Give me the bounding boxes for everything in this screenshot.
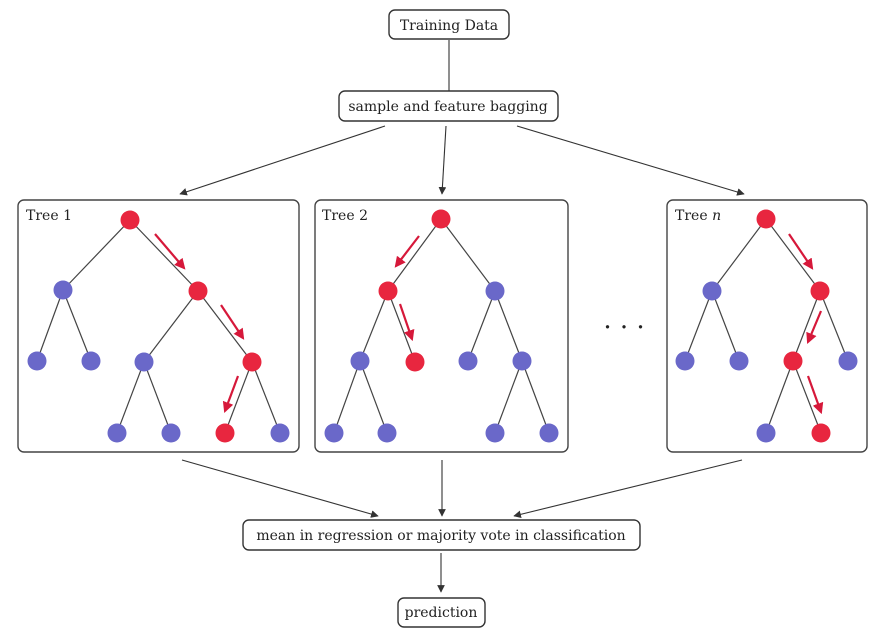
- tree-title: Tree 2: [322, 208, 368, 224]
- decision-path-arrows: [154, 233, 245, 414]
- tree-node: [81, 351, 101, 371]
- tree-node: [458, 351, 478, 371]
- tree-node: [107, 423, 127, 443]
- selected-node: [215, 423, 235, 443]
- tree-node: [134, 352, 154, 372]
- decision-arrow: [394, 235, 420, 268]
- tree-edges: [684, 218, 849, 434]
- tree-node: [27, 351, 47, 371]
- tree-edges: [36, 219, 281, 434]
- bagging-label: sample and feature bagging: [348, 99, 547, 115]
- selected-node: [783, 351, 803, 371]
- tree-node: [53, 280, 73, 300]
- decision-arrow: [806, 310, 823, 345]
- tree-2-panel: Tree 2: [314, 199, 569, 453]
- flow-connectors: [179, 40, 745, 593]
- tree-title: Tree 1: [26, 208, 72, 224]
- bagging-to-tree1-arrow: [179, 125, 386, 196]
- prediction-label: prediction: [405, 605, 478, 621]
- tree-frame: [666, 199, 868, 453]
- tree-frame: [314, 199, 569, 453]
- tree-edges: [333, 218, 550, 434]
- tree-node: [161, 423, 181, 443]
- decision-arrow: [220, 304, 245, 340]
- more-trees-ellipsis: . . .: [603, 305, 644, 335]
- decision-path-arrows: [788, 233, 824, 415]
- tree-node: [350, 351, 370, 371]
- tree1-to-aggregate-arrow: [181, 459, 379, 518]
- prediction-node: prediction: [397, 597, 486, 628]
- tree-nodes: [675, 209, 858, 443]
- selected-node: [188, 281, 208, 301]
- tree-node: [539, 423, 559, 443]
- tree-nodes: [324, 209, 559, 443]
- selected-node: [431, 209, 451, 229]
- selected-node: [378, 281, 398, 301]
- training-data-node: Training Data: [388, 9, 510, 40]
- tree-node: [838, 351, 858, 371]
- tree-n-panel: Tree n: [666, 199, 868, 453]
- tree-node: [675, 351, 695, 371]
- decision-arrow: [398, 303, 415, 342]
- decision-arrow: [154, 233, 186, 270]
- selected-node: [811, 423, 831, 443]
- tree-1-panel: Tree 1: [17, 199, 300, 453]
- bagging-node: sample and feature bagging: [338, 90, 559, 122]
- bagging-to-treen-arrow: [516, 125, 745, 196]
- aggregate-label: mean in regression or majority vote in c…: [256, 528, 625, 544]
- selected-node: [120, 210, 140, 230]
- decision-arrow: [806, 375, 824, 415]
- selected-node: [810, 281, 830, 301]
- selected-node: [242, 352, 262, 372]
- tree-node: [512, 351, 532, 371]
- tree-node: [485, 423, 505, 443]
- training-data-label: Training Data: [400, 18, 498, 34]
- selected-node: [405, 352, 425, 372]
- decision-path-arrows: [394, 235, 420, 342]
- tree-node: [324, 423, 344, 443]
- tree-node: [756, 423, 776, 443]
- aggregate-node: mean in regression or majority vote in c…: [242, 519, 641, 551]
- treen-to-aggregate-arrow: [513, 459, 743, 519]
- decision-arrow: [788, 233, 814, 270]
- selected-node: [756, 209, 776, 229]
- tree-node: [377, 423, 397, 443]
- bagging-to-tree2-arrow: [438, 125, 447, 195]
- tree-node: [270, 423, 290, 443]
- tree-nodes: [27, 210, 290, 443]
- tree-node: [702, 281, 722, 301]
- tree-node: [729, 351, 749, 371]
- tree-node: [485, 281, 505, 301]
- tree-title: Tree n: [675, 208, 721, 224]
- decision-arrow: [222, 375, 240, 414]
